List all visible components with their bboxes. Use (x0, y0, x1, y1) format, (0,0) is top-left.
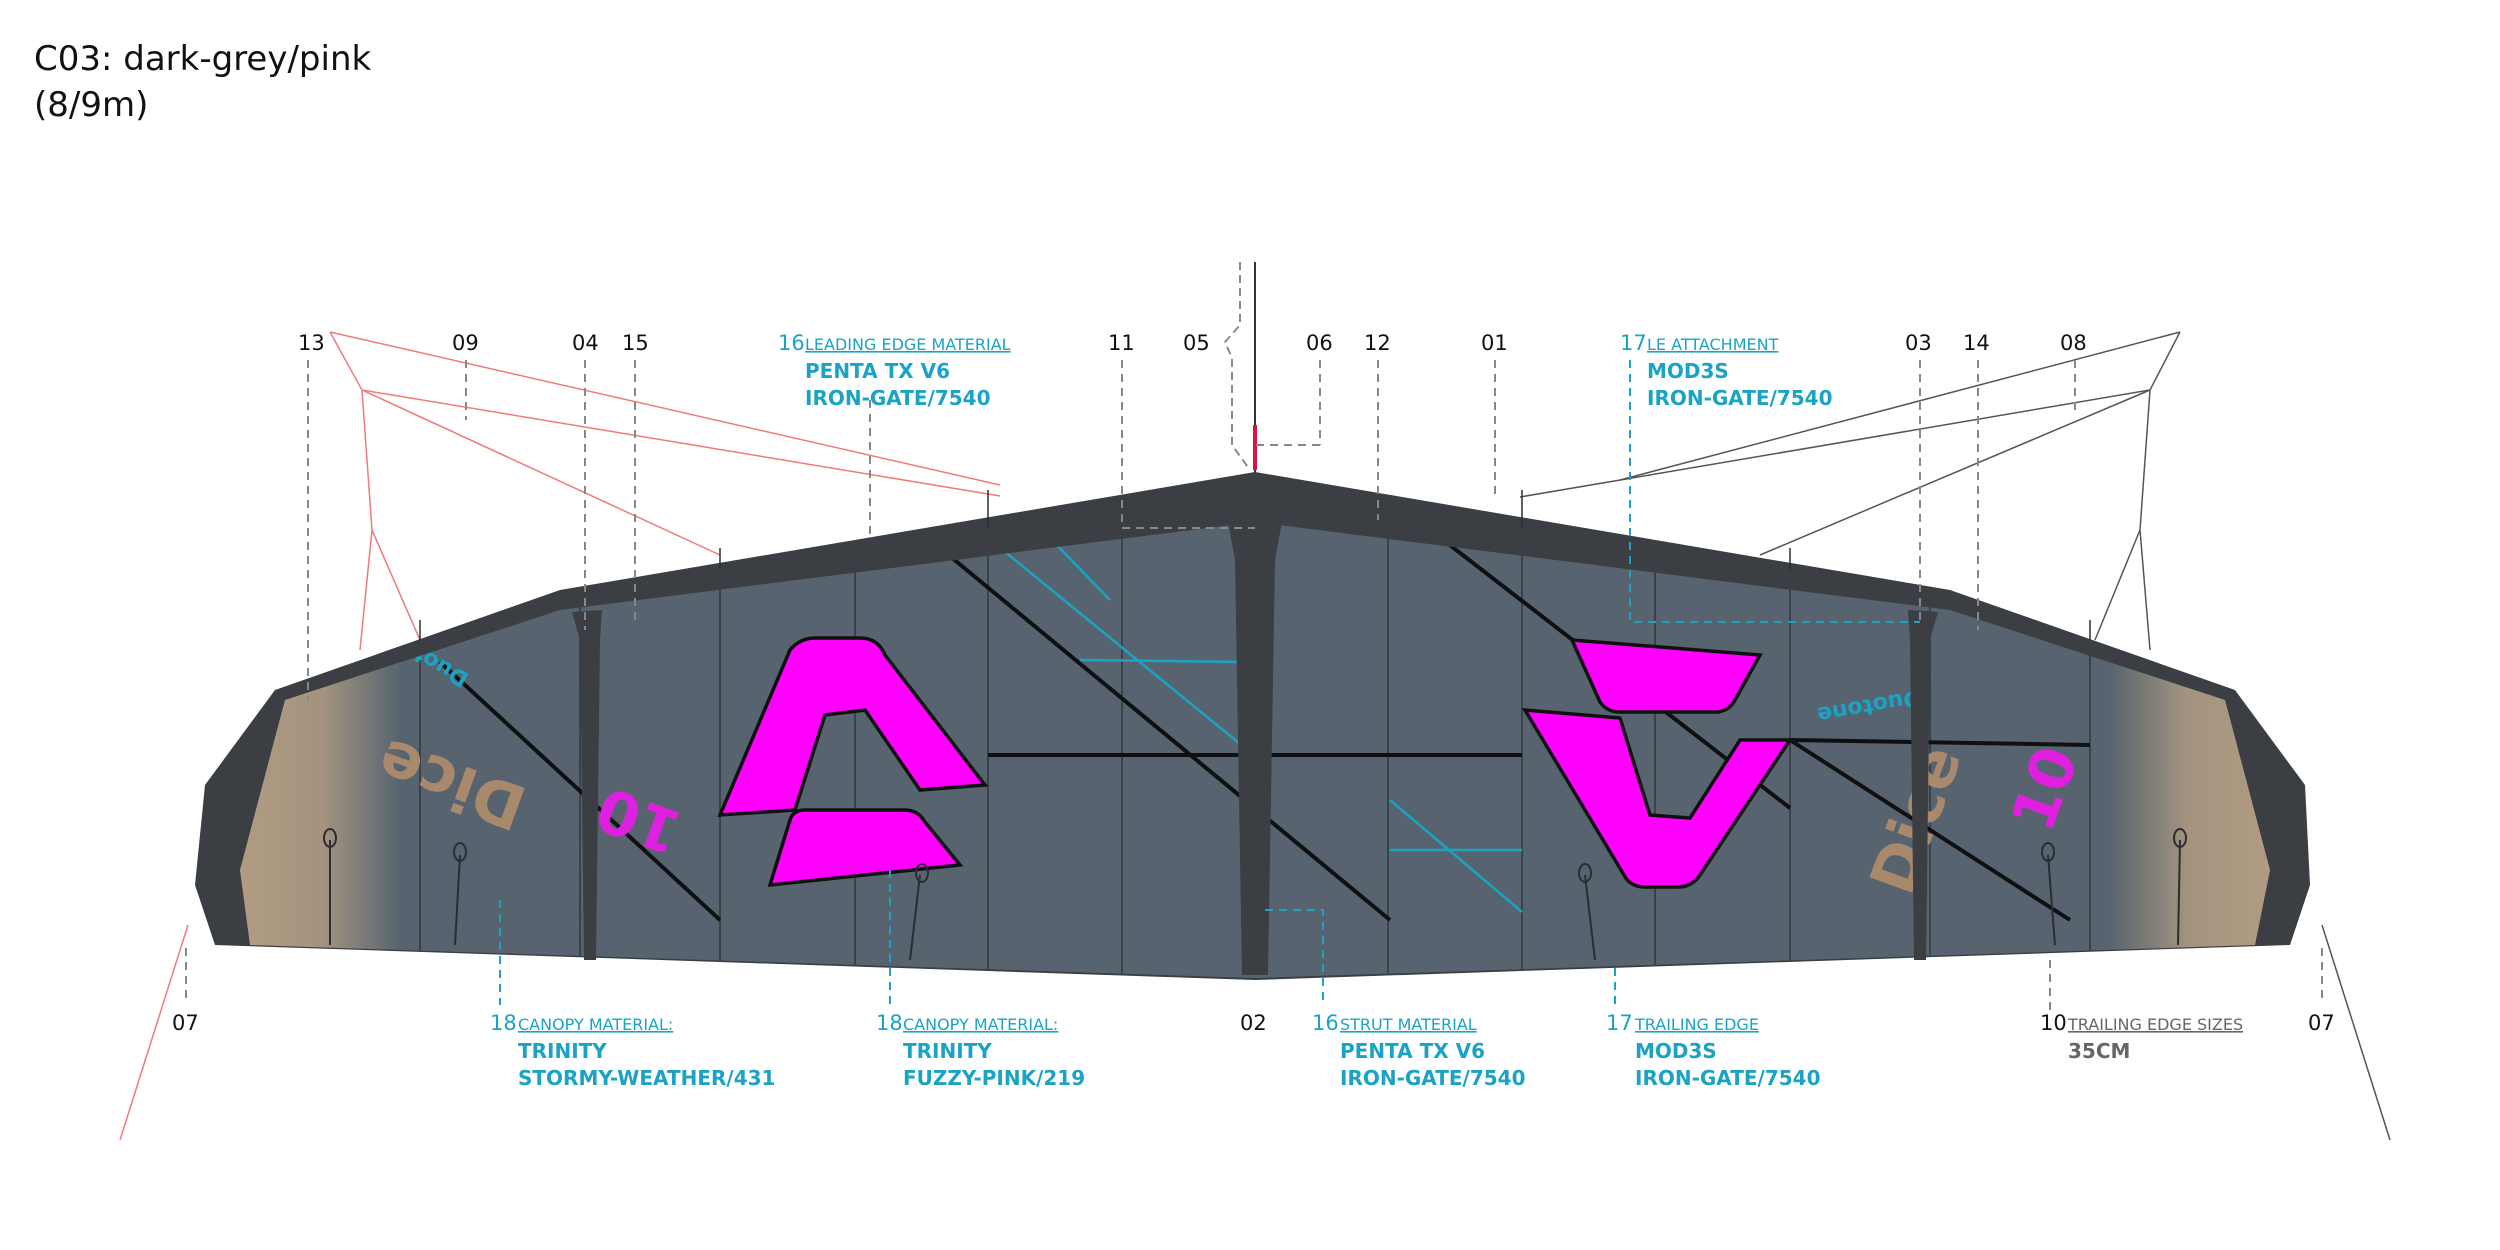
callout-num: 18 (490, 1011, 517, 1035)
strut-left (572, 610, 602, 960)
top-numbers: 13 09 04 15 11 05 06 12 01 03 14 08 (298, 331, 2087, 355)
callout-label: CANOPY MATERIAL: (518, 1015, 673, 1034)
callout-line-2: IRON-GATE/7540 (1647, 386, 1833, 410)
strut-right (1908, 610, 1938, 960)
num-04: 04 (572, 331, 599, 355)
num-14: 14 (1963, 331, 1990, 355)
num-13: 13 (298, 331, 325, 355)
center-bridle (1223, 262, 1257, 478)
pink-chevron-left (717, 636, 989, 817)
bottom-numbers: 07 02 07 (172, 1011, 2335, 1035)
num-15: 15 (622, 331, 649, 355)
callout-num: 17 (1606, 1011, 1633, 1035)
callout-num: 16 (778, 331, 805, 355)
num-12: 12 (1364, 331, 1391, 355)
num-02: 02 (1240, 1011, 1267, 1035)
callout-line-2: IRON-GATE/7540 (1340, 1066, 1526, 1090)
callout-label: STRUT MATERIAL (1340, 1015, 1477, 1034)
num-09: 09 (452, 331, 479, 355)
callout-trailing-edge-sizes: 10 TRAILING EDGE SIZES 35CM (2040, 1011, 2243, 1063)
callout-num: 16 (1312, 1011, 1339, 1035)
callout-num: 18 (876, 1011, 903, 1035)
num-11: 11 (1108, 331, 1135, 355)
title-line-1: C03: dark-grey/pink (34, 39, 372, 79)
callout-line-2: IRON-GATE/7540 (1635, 1066, 1821, 1090)
pink-chevron-right (1521, 707, 1794, 889)
callout-label: TRAILING EDGE SIZES (2067, 1015, 2243, 1034)
bridle-lines-right (1519, 331, 2391, 1141)
panel-seams (419, 522, 2091, 978)
callout-line-1: TRINITY (518, 1039, 607, 1063)
callout-line-1: MOD3S (1635, 1039, 1717, 1063)
callout-label: LE ATTACHMENT (1647, 335, 1779, 354)
trailing-bridles (323, 828, 2187, 961)
callout-num: 10 (2040, 1011, 2067, 1035)
callout-line-1: MOD3S (1647, 359, 1729, 383)
callout-line-1: TRINITY (903, 1039, 992, 1063)
struts (572, 522, 1938, 975)
callout-le-attachment: 17 LE ATTACHMENT MOD3S IRON-GATE/7540 (1620, 331, 1833, 410)
callout-label: LEADING EDGE MATERIAL (805, 335, 1011, 354)
callout-strut: 16 STRUT MATERIAL PENTA TX V6 IRON-GATE/… (1312, 1011, 1526, 1090)
pink-graphics (717, 636, 1794, 889)
callout-line-1: 35CM (2068, 1039, 2130, 1063)
num-06: 06 (1306, 331, 1333, 355)
callout-line-2: IRON-GATE/7540 (805, 386, 991, 410)
callout-num: 17 (1620, 331, 1647, 355)
callout-canopy-2: 18 CANOPY MATERIAL: TRINITY FUZZY-PINK/2… (876, 1011, 1085, 1090)
num-05: 05 (1183, 331, 1210, 355)
pink-bar-left (767, 808, 964, 888)
pink-bar-right (1569, 638, 1763, 714)
num-07-left: 07 (172, 1011, 199, 1035)
callout-line-2: FUZZY-PINK/219 (903, 1066, 1085, 1090)
cyan-graphics (987, 537, 1523, 913)
leader-lines-cyan (499, 360, 1920, 1005)
callout-line-1: PENTA TX V6 (805, 359, 950, 383)
callout-canopy-1: 18 CANOPY MATERIAL: TRINITY STORMY-WEATH… (490, 1011, 775, 1090)
le-seams (419, 490, 2091, 640)
callout-line-2: STORMY-WEATHER/431 (518, 1066, 775, 1090)
num-01: 01 (1481, 331, 1508, 355)
callout-label: TRAILING EDGE (1634, 1015, 1759, 1034)
strut-center (1228, 522, 1282, 975)
num-03: 03 (1905, 331, 1932, 355)
num-07-right: 07 (2308, 1011, 2335, 1035)
callout-label: CANOPY MATERIAL: (903, 1015, 1058, 1034)
bridle-lines-left (119, 331, 1001, 1141)
callout-leading-edge: 16 LEADING EDGE MATERIAL PENTA TX V6 IRO… (778, 331, 1011, 410)
num-08: 08 (2060, 331, 2087, 355)
diagram-title: C03: dark-grey/pink (8/9m) (34, 36, 371, 128)
leader-lines-grey (185, 360, 2323, 1010)
callout-trailing-edge: 17 TRAILING EDGE MOD3S IRON-GATE/7540 (1606, 1011, 1821, 1090)
title-line-2: (8/9m) (34, 85, 149, 125)
callout-line-1: PENTA TX V6 (1340, 1039, 1485, 1063)
